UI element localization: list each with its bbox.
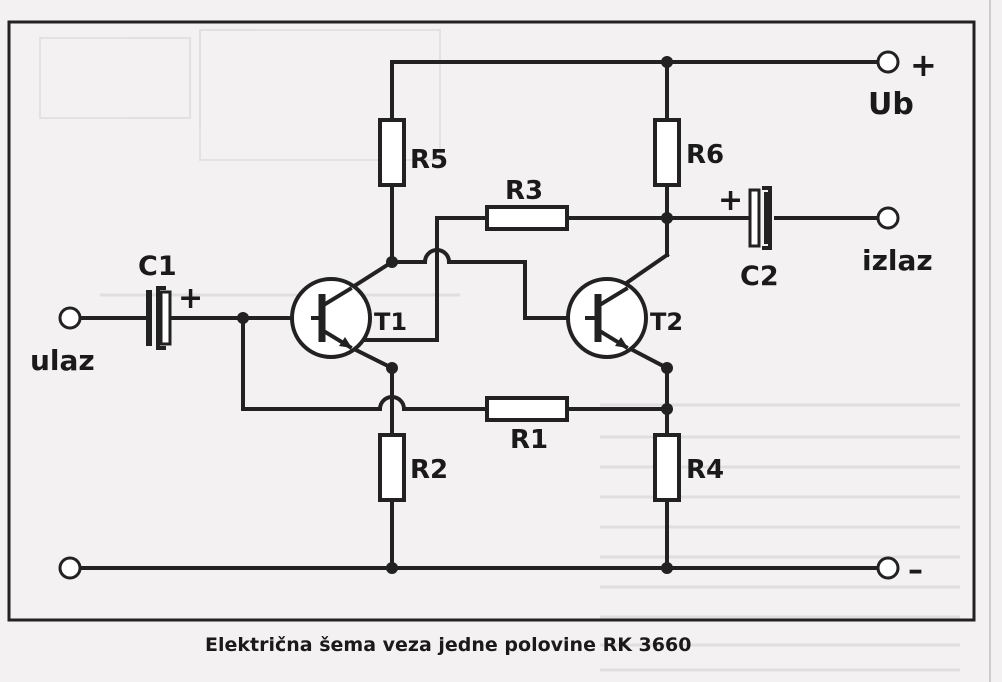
label-r5: R5 xyxy=(410,145,448,175)
label-t1: T1 xyxy=(374,308,407,336)
ground-right-terminal[interactable] xyxy=(876,556,900,580)
ground-left-terminal[interactable] xyxy=(58,556,82,580)
output-label: izlaz xyxy=(862,244,933,277)
transistor-t2 xyxy=(566,277,648,359)
resistor-r1 xyxy=(485,396,569,422)
ground-minus-sign: – xyxy=(908,553,923,588)
capacitor-c2 xyxy=(748,186,772,250)
resistor-r3 xyxy=(485,205,569,231)
capacitor-c1 xyxy=(146,286,172,350)
label-t2: T2 xyxy=(650,308,683,336)
transistor-t1 xyxy=(290,277,372,359)
label-r2: R2 xyxy=(410,455,448,485)
label-c1: C1 xyxy=(138,251,177,282)
label-r6: R6 xyxy=(686,140,724,170)
resistor-r4 xyxy=(653,433,681,502)
label-c2: C2 xyxy=(740,261,779,292)
schematic-frame xyxy=(7,20,976,622)
supply-plus-sign: + xyxy=(910,46,937,84)
label-r3: R3 xyxy=(505,176,543,206)
output-terminal[interactable] xyxy=(876,206,900,230)
supply-plus-terminal[interactable] xyxy=(876,50,900,74)
input-terminal[interactable] xyxy=(58,306,82,330)
figure-caption: Električna šema veza jedne polovine RK 3… xyxy=(205,634,691,656)
junction-dots xyxy=(237,56,673,574)
resistor-r2 xyxy=(378,433,406,502)
resistor-r6 xyxy=(653,118,681,187)
resistor-r5 xyxy=(378,118,406,187)
supply-label-ub: Ub xyxy=(868,87,914,122)
label-c2-plus: + xyxy=(718,183,743,218)
bleed-through-texture xyxy=(39,29,960,672)
label-r4: R4 xyxy=(686,455,724,485)
label-r1: R1 xyxy=(510,425,548,455)
label-c1-plus: + xyxy=(178,281,203,316)
wires xyxy=(78,60,880,570)
input-label: ulaz xyxy=(30,344,95,377)
